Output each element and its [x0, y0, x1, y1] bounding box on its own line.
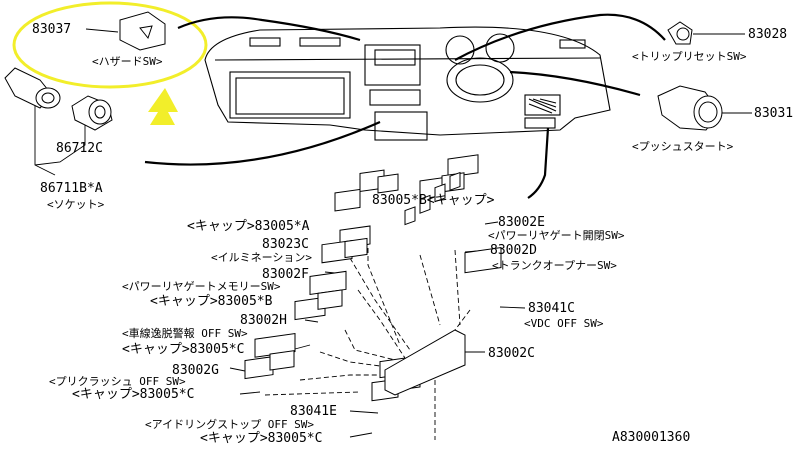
label-cap-83005c-1: <キャップ>83005*C: [122, 342, 244, 357]
label-83002h: 83002H: [240, 313, 287, 328]
label-83002d: 83002D: [490, 243, 537, 258]
label-cap-83005c-3: <キャップ>83005*C: [200, 431, 322, 446]
diagram-id: A830001360: [612, 430, 690, 445]
label-vdc-off-sw: <VDC OFF SW>: [524, 317, 604, 330]
label-power-gate-memory-sw: <パワーリヤゲートメモリーSW>: [122, 280, 281, 293]
label-83041e: 83041E: [290, 404, 337, 419]
label-83002c: 83002C: [488, 346, 535, 361]
label-83005b-cap: 83005*B<キャップ>: [372, 193, 495, 208]
label-83037: 83037: [32, 22, 71, 37]
label-cap-83005a: <キャップ>83005*A: [187, 219, 310, 234]
label-cap-83005c-2: <キャップ>83005*C: [72, 387, 194, 402]
label-83031: 83031: [754, 106, 793, 121]
part-sketches: [4, 11, 723, 402]
highlight-arrow: [148, 88, 178, 125]
label-illumination: <イルミネーション>: [211, 251, 312, 264]
label-86711b-a: 86711B*A: [40, 181, 103, 196]
label-push-start: <プッシュスタート>: [632, 140, 734, 153]
dashboard-illustration: [204, 26, 611, 141]
leader-lines: [144, 13, 666, 199]
label-83002f: 83002F: [262, 267, 309, 282]
label-83028: 83028: [748, 27, 787, 42]
label-socket: <ソケット>: [47, 198, 105, 211]
label-precrash-off-sw: <プリクラッシュ OFF SW>: [49, 375, 186, 388]
label-trip-reset-sw: <トリップリセットSW>: [632, 50, 747, 63]
label-83041c: 83041C: [528, 301, 575, 316]
label-power-gate-sw: <パワーリヤゲート開閉SW>: [488, 229, 625, 242]
highlight-ellipse: [12, 1, 208, 89]
label-83002g: 83002G: [172, 363, 219, 378]
label-86712c: 86712C: [56, 141, 103, 156]
label-lane-departure-off-sw: <車線逸脱警報 OFF SW>: [122, 326, 248, 340]
label-cap-83005b: <キャップ>83005*B: [150, 294, 273, 309]
label-hazard-sw: <ハザードSW>: [92, 55, 163, 68]
label-idling-stop-off-sw: <アイドリングストップ OFF SW>: [145, 417, 314, 431]
label-83002e: 83002E: [498, 215, 545, 230]
hazard-highlight: [12, 1, 208, 125]
label-83023c: 83023C: [262, 237, 309, 252]
label-trunk-opener-sw: <トランクオープナーSW>: [492, 259, 617, 272]
dashed-guides: [264, 240, 471, 440]
